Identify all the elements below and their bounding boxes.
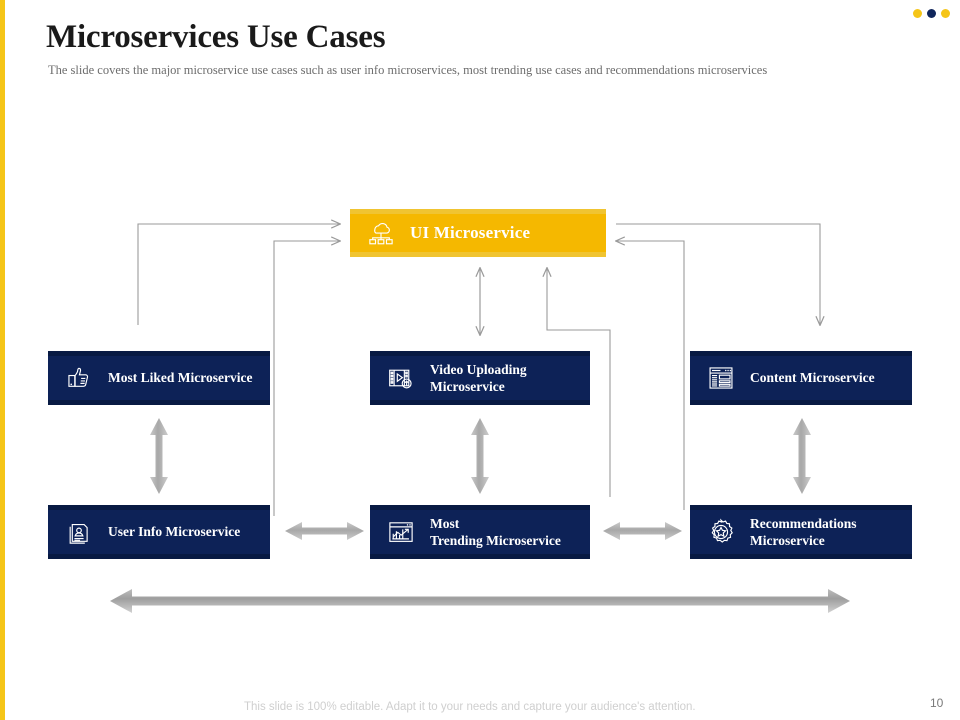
node-label: UI Microservice (410, 223, 531, 243)
page-number: 10 (930, 696, 944, 710)
node-label: Most Liked Microservice (108, 370, 253, 386)
arrow-content-recommendations (793, 418, 811, 494)
yellow-dot (941, 9, 950, 18)
star-badge-icon (704, 515, 738, 549)
node-most-liked-microservice[interactable]: Most Liked Microservice (48, 351, 270, 405)
arrow-video-most-trending (471, 418, 489, 494)
yellow-dot (913, 9, 922, 18)
video-upload-icon (384, 361, 418, 395)
arrow-user-info-most-trending (285, 522, 364, 540)
content-page-icon (704, 361, 738, 395)
left-accent-bar (0, 0, 5, 720)
node-ui-microservice[interactable]: UI Microservice (350, 209, 606, 257)
user-document-icon (62, 515, 96, 549)
node-user-info-microservice[interactable]: User Info Microservice (48, 505, 270, 559)
baseline-scope-arrow (110, 589, 850, 613)
node-label: Content Microservice (750, 370, 875, 386)
cloud-network-icon (364, 216, 398, 250)
arrow-most-trending-recommendations (603, 522, 682, 540)
thumbs-up-icon (62, 361, 96, 395)
navy-dot (927, 9, 936, 18)
page-title: Microservices Use Cases (46, 19, 386, 55)
node-content-microservice[interactable]: Content Microservice (690, 351, 912, 405)
page-subtitle: The slide covers the major microservice … (48, 63, 768, 77)
node-label: User Info Microservice (108, 524, 241, 540)
decorative-dots (913, 9, 950, 18)
footer-note: This slide is 100% editable. Adapt it to… (244, 701, 696, 713)
arrow-most-liked-user-info (150, 418, 168, 494)
trending-chart-icon (384, 515, 418, 549)
